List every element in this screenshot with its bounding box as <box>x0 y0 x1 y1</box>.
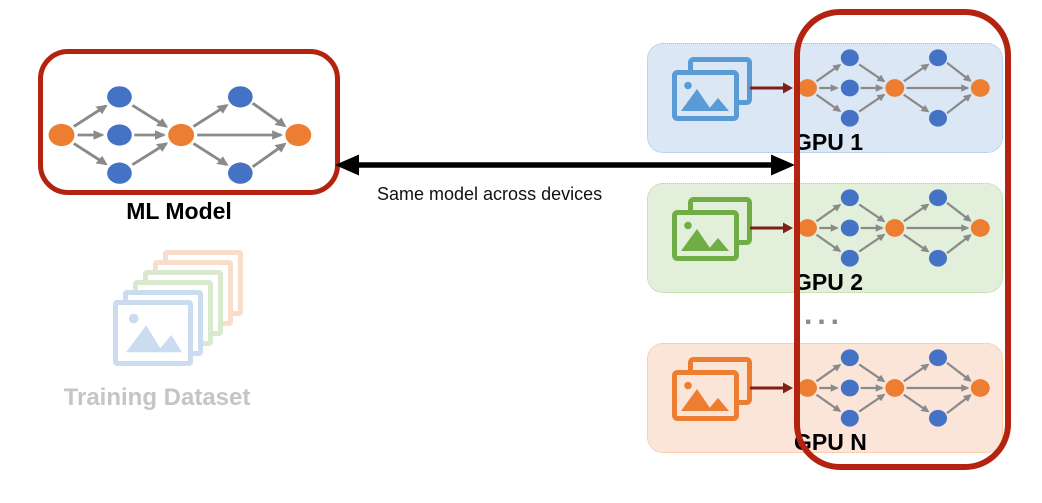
more-gpus-ellipsis: ... <box>804 298 845 331</box>
training-dataset-label: Training Dataset <box>63 384 251 411</box>
sync-arrow-label: Same model across devices <box>377 184 603 204</box>
neural-network-diagram <box>43 82 339 188</box>
gpu2-network-diagram <box>794 186 1010 270</box>
feed-arrow-icon <box>750 222 793 234</box>
image-mountain-icon <box>126 313 182 353</box>
ml-model-label: ML Model <box>126 198 232 224</box>
gpu-2-label: GPU 2 <box>794 269 864 295</box>
double-arrow-icon <box>335 154 795 176</box>
gpu1-network-diagram <box>794 46 1010 130</box>
gpu-row-1: GPU 1 <box>647 43 1003 155</box>
gpu-row-n: GPU N <box>647 343 1003 455</box>
dataset-frame-blue-front <box>113 300 193 366</box>
gpuN-network-diagram <box>794 346 1010 430</box>
image-stack-blue-icon <box>672 57 754 121</box>
gpu-n-label: GPU N <box>794 429 867 455</box>
image-stack-green-icon <box>672 197 754 261</box>
gpu-1-label: GPU 1 <box>794 129 864 155</box>
feed-arrow-icon <box>750 82 793 94</box>
gpu-row-2: GPU 2 <box>647 183 1003 295</box>
image-stack-orange-icon <box>672 357 754 421</box>
ml-model-box <box>38 49 340 195</box>
feed-arrow-icon <box>750 382 793 394</box>
